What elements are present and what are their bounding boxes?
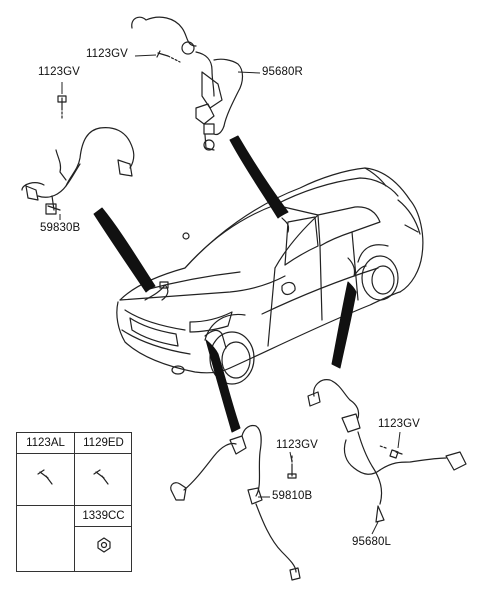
legend-header-1129ed: 1129ED	[75, 433, 132, 454]
wheel-speed-sensor-icon	[307, 379, 467, 523]
callout-pointers	[93, 135, 357, 433]
bolt-icon	[57, 95, 67, 121]
legend-header-1339cc: 1339CC	[75, 506, 132, 527]
label-95680l: 95680L	[352, 536, 391, 548]
legend-cell-1129ed	[75, 454, 132, 506]
bolt-icon	[156, 50, 181, 63]
nut-icon	[97, 537, 111, 553]
legend-empty-cell	[17, 506, 75, 572]
wheel-speed-sensor-icon	[131, 16, 244, 151]
label-1123gv-left: 1123GV	[38, 66, 80, 78]
wheel-speed-sensor-icon	[21, 127, 135, 215]
legend-cell-1123al	[17, 454, 75, 506]
label-1123gv-front: 1123GV	[276, 439, 318, 451]
label-59830b: 59830B	[40, 222, 81, 234]
label-1123gv-top: 1123GV	[86, 48, 128, 60]
car-harness-rear-right	[281, 217, 367, 277]
bolt-icon	[379, 445, 403, 459]
fastener-legend-table: 1123AL 1129ED 1339CC	[16, 432, 132, 572]
wheel-speed-sensor-icon	[170, 424, 301, 581]
car-harness-front-left	[144, 281, 227, 349]
label-1123gv-rear: 1123GV	[378, 418, 420, 430]
label-95680r: 95680R	[262, 66, 303, 78]
label-59810b: 59810B	[272, 490, 313, 502]
bolt-icon	[37, 469, 53, 485]
bolt-icon	[287, 455, 297, 479]
car-outline-icon	[116, 167, 424, 385]
legend-header-1123al: 1123AL	[17, 433, 75, 454]
screw-icon	[93, 469, 109, 485]
